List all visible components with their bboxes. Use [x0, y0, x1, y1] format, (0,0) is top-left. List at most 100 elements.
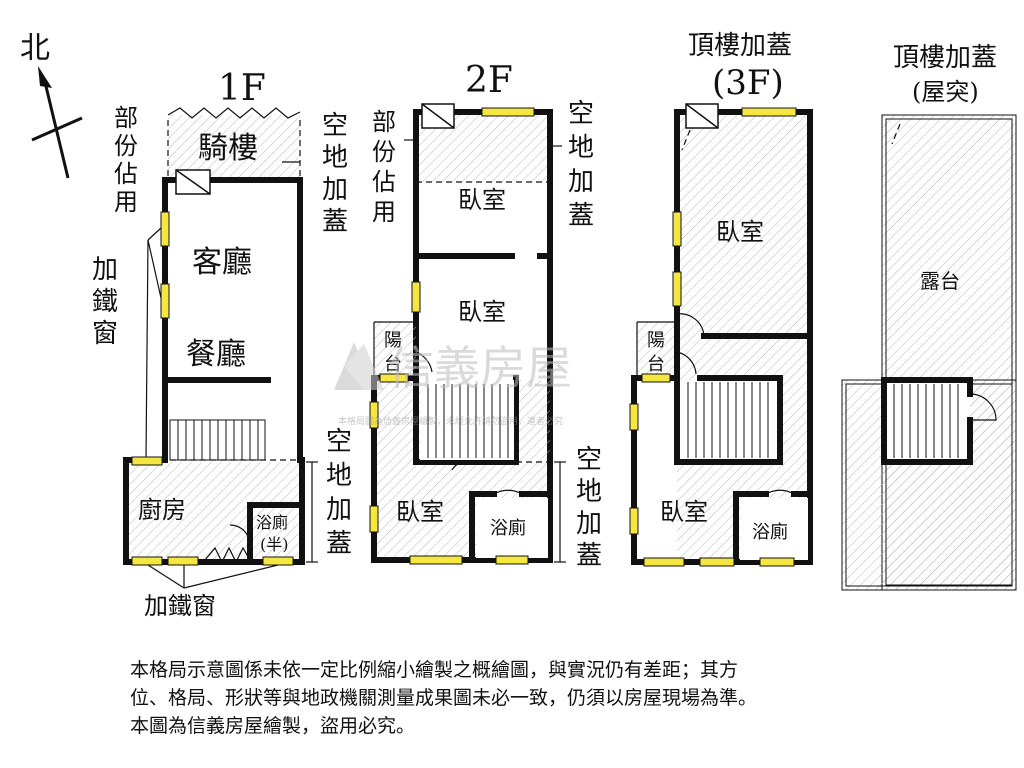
watermark: 信義房屋 本格局圖為信義房屋繪製，未經允許請勿盜用，違者必究 [334, 341, 572, 427]
svg-text:空: 空 [568, 99, 594, 129]
window-kitchen-1 [131, 556, 163, 566]
room-bath-2f: 浴廁 [490, 517, 526, 539]
svg-text:部: 部 [372, 108, 396, 136]
partial-use-1f: 部 份 佔 用 [114, 104, 138, 216]
window-3f-bottom-3 [759, 557, 795, 567]
window-3f-left-2 [629, 507, 639, 535]
half-bath-door-icon [229, 524, 251, 546]
floor-1f-title: 1F [218, 68, 266, 109]
svg-text:蓋: 蓋 [576, 541, 602, 571]
window-3f-side-1 [672, 211, 682, 247]
disclaimer-line-3: 本圖為信義房屋繪製，盜用必究。 [130, 715, 416, 737]
svg-text:佔: 佔 [114, 160, 138, 188]
svg-text:蓋: 蓋 [322, 207, 348, 237]
room-terrace: 露台 [920, 269, 960, 293]
room-living: 客廳 [192, 245, 252, 280]
arcade-boundary [167, 107, 301, 119]
door-icon-3f [676, 313, 705, 337]
stair-door-icon-2f [451, 461, 469, 471]
arrow-head-icon [38, 66, 52, 88]
stair-3f-steps [687, 382, 769, 458]
wall-3f-stair [674, 375, 783, 465]
disclaimer: 本格局示意圖係未依一定比例縮小繪製之概繪圖，與實況仍有差距；其方 位、格局、形狀… [130, 656, 930, 740]
floor-2f-plan: 臥室 臥室 臥室 浴廁 陽 台 部 份 佔 用 空 地 加 蓋 空 地 加 蓋 [369, 99, 602, 571]
floor-1f-plan: 騎樓 客廳 餐廳 廚房 浴廁 (半) 部 份 佔 用 空 地 加 蓋 加 鐵 窗… [92, 104, 352, 620]
svg-text:蓋: 蓋 [326, 529, 352, 559]
stair-roof-steps [893, 384, 959, 458]
wall-2f-stair [413, 375, 519, 465]
window-3f-left-1 [629, 403, 639, 431]
window-3f-bottom-1 [643, 557, 685, 567]
window-2f-left-1 [369, 401, 379, 429]
balcony-door-icon-2f [415, 351, 433, 373]
window-3f-bottom-2 [699, 557, 735, 567]
svg-text:加: 加 [576, 509, 602, 539]
iron-window-1f-side: 加 鐵 窗 [92, 255, 118, 349]
window-2f-balcony [379, 373, 409, 383]
roof-door-icon [969, 393, 997, 421]
room-half-bath-2: (半) [260, 535, 289, 554]
window-2f-side [411, 281, 421, 313]
svg-text:份: 份 [114, 132, 138, 160]
floor-3f-plan: 臥室 臥室 浴廁 陽 台 [629, 103, 813, 567]
watermark-notice: 本格局圖為信義房屋繪製，未經允許請勿盜用，違者必究 [338, 415, 563, 427]
room-bedroom-2f-2: 臥室 [458, 298, 506, 326]
disclaimer-line-2: 位、格局、形狀等與地政機關測量成果圖未必一致，仍須以房屋現場為準。 [130, 687, 758, 709]
svg-text:用: 用 [114, 188, 138, 216]
svg-text:地: 地 [568, 133, 594, 163]
window-kitchen-2 [167, 556, 199, 566]
room-dining: 餐廳 [186, 337, 246, 372]
svg-text:佔: 佔 [372, 168, 396, 196]
svg-text:空: 空 [576, 445, 602, 475]
svg-text:空: 空 [322, 111, 348, 141]
iron-window-pointer-3 [145, 239, 149, 458]
svg-text:鐵: 鐵 [92, 287, 118, 317]
room-bedroom-3f-2: 臥室 [660, 498, 708, 526]
svg-text:加: 加 [326, 495, 352, 525]
watermark-brand: 信義房屋 [388, 341, 572, 395]
stair-2f-steps [427, 384, 509, 458]
balcony-door-icon-3f [676, 351, 697, 375]
floor-2f-title: 2F [465, 60, 513, 101]
vacant-added-2f-bottom: 空 地 加 蓋 [576, 445, 602, 571]
svg-text:加: 加 [322, 175, 348, 205]
iron-window-bottom-pointer-3 [183, 564, 279, 589]
floor-3f-title-1: 頂樓加蓋 [688, 31, 792, 61]
window-kitchen-top [131, 456, 163, 466]
bath-door-icon-2f [493, 489, 523, 495]
svg-text:窗: 窗 [92, 319, 118, 349]
window-2f-bottom-1 [409, 555, 463, 565]
balcony-2f-label-1: 陽 [384, 330, 402, 351]
compass: 北 [20, 31, 83, 179]
iron-window-1f-bottom: 加鐵窗 [144, 592, 216, 620]
room-bedroom-2f-3: 臥室 [396, 498, 444, 526]
room-arcade: 騎樓 [198, 131, 258, 166]
window-3f-balcony [641, 373, 671, 383]
iron-window-bottom-pointer-1 [147, 564, 185, 589]
floor-3f-title-2: (3F) [712, 63, 784, 103]
half-bath-vent [204, 546, 251, 564]
vacant-added-1f-bottom: 空 地 加 蓋 [326, 427, 352, 559]
roof-title-1: 頂樓加蓋 [893, 43, 997, 73]
wall-3f-bath [733, 491, 769, 565]
room-bedroom-2f-1: 臥室 [458, 186, 506, 214]
balcony-3f-label-1: 陽 [647, 330, 665, 351]
svg-text:加: 加 [568, 167, 594, 197]
svg-text:份: 份 [372, 138, 396, 166]
iron-window-pointer-2 [147, 239, 162, 299]
roof-title-2: (屋突) [912, 78, 979, 106]
room-bath-3f: 浴廁 [752, 521, 788, 543]
balcony-3f-label-2: 台 [647, 354, 665, 375]
svg-text:加: 加 [92, 255, 118, 285]
svg-text:部: 部 [114, 104, 138, 132]
north-label: 北 [20, 31, 50, 66]
wall-roof-stair [881, 377, 973, 465]
vacant-added-1f-top: 空 地 加 蓋 [322, 111, 348, 237]
vacant-added-2f-top: 空 地 加 蓋 [568, 99, 594, 231]
stair-1f-steps [177, 420, 259, 460]
wall-2f-outer [413, 109, 553, 465]
svg-text:蓋: 蓋 [568, 201, 594, 231]
iron-window-pointer-1 [147, 227, 162, 241]
window-3f-top [741, 107, 797, 117]
